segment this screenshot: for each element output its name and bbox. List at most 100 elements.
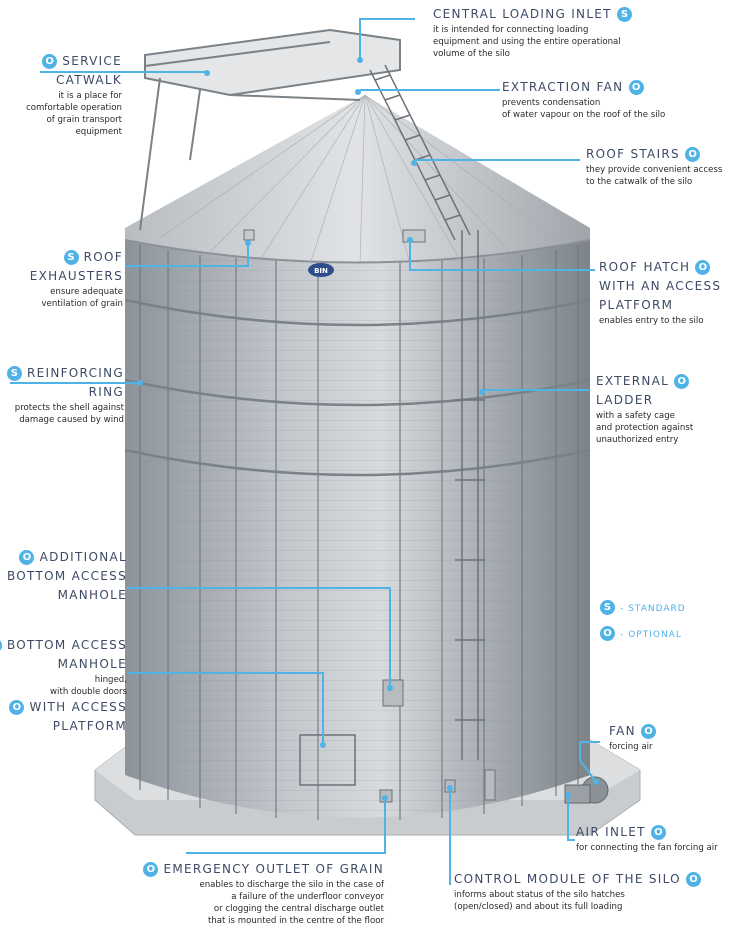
- fan-unit: [564, 776, 609, 804]
- silo-logo: BIN: [308, 263, 334, 277]
- label-desc-line: enables to discharge the silo in the cas…: [199, 880, 384, 890]
- label-fan: FAN O forcing air: [609, 722, 657, 753]
- label-desc-line: forcing air: [609, 742, 653, 752]
- standard-badge: S: [6, 366, 22, 381]
- label-desc-line: they provide convenient access: [586, 165, 723, 175]
- label-title: BOTTOM ACCESS: [6, 638, 127, 652]
- legend-standard-text: - STANDARD: [620, 604, 686, 614]
- label-title: RING: [88, 385, 124, 399]
- label-title: AIR INLET: [576, 825, 646, 839]
- label-desc-line: or clogging the central discharge outlet: [213, 904, 384, 914]
- label-desc-line: (open/closed) and about its full loading: [454, 902, 623, 912]
- label-title: ROOF: [83, 250, 123, 264]
- label-title: EXHAUSTERS: [29, 269, 123, 283]
- label-desc-line: to the catwalk of the silo: [586, 177, 693, 187]
- label-desc-line: it is a place for: [58, 91, 122, 101]
- label-title: CONTROL MODULE OF THE SILO: [454, 872, 681, 886]
- svg-text:BIN: BIN: [314, 267, 328, 275]
- label-desc-line: comfortable operation: [26, 103, 122, 113]
- legend-optional-text: - OPTIONAL: [620, 630, 682, 640]
- optional-badge: O: [9, 700, 25, 715]
- standard-badge: S: [600, 600, 615, 615]
- label-title: LADDER: [596, 393, 654, 407]
- optional-badge: O: [628, 80, 644, 95]
- label-desc-line: enables entry to the silo: [599, 316, 704, 326]
- optional-badge: O: [674, 374, 690, 389]
- silo-roof: [124, 94, 591, 266]
- legend: S - STANDARD O - OPTIONAL: [600, 596, 686, 641]
- optional-badge: O: [686, 872, 702, 887]
- external-ladder-structure: [455, 230, 485, 760]
- label-title: CATWALK: [55, 73, 122, 87]
- label-bottom-manhole: S BOTTOM ACCESS MANHOLE hinged, with dou…: [0, 636, 127, 736]
- roof-stairs-structure: [369, 64, 471, 241]
- label-desc-line: a failure of the underfloor conveyor: [231, 892, 384, 902]
- label-desc-line: with double doors: [50, 687, 127, 697]
- optional-badge: O: [19, 550, 35, 565]
- label-title: WITH ACCESS: [29, 700, 127, 714]
- roof-hatch-shape: [402, 229, 426, 243]
- label-emergency-outlet: O EMERGENCY OUTLET OF GRAIN enables to d…: [143, 860, 384, 927]
- label-title: ROOF STAIRS: [586, 147, 680, 161]
- label-title: EMERGENCY OUTLET OF GRAIN: [163, 862, 384, 876]
- label-title: CENTRAL LOADING INLET: [433, 7, 612, 21]
- label-title: PLATFORM: [599, 298, 674, 312]
- label-title: FAN: [609, 724, 636, 738]
- label-title: PLATFORM: [52, 719, 127, 733]
- standard-badge: S: [63, 250, 79, 265]
- label-desc-line: hinged,: [94, 675, 127, 685]
- label-desc-line: equipment and using the entire operation…: [433, 37, 621, 47]
- label-air-inlet: AIR INLET O for connecting the fan forci…: [576, 823, 718, 854]
- label-desc-line: that is mounted in the centre of the flo…: [207, 916, 384, 926]
- label-external-ladder: EXTERNAL O LADDER with a safety cage and…: [596, 372, 693, 446]
- label-desc-line: it is intended for connecting loading: [433, 25, 589, 35]
- standard-badge: S: [616, 7, 632, 22]
- label-desc-line: prevents condensation: [502, 98, 601, 108]
- label-extraction-fan: EXTRACTION FAN O prevents condensation o…: [502, 78, 665, 121]
- label-desc-line: and protection against: [596, 423, 694, 433]
- optional-badge: O: [641, 724, 657, 739]
- optional-badge: O: [600, 626, 615, 641]
- optional-badge: O: [143, 862, 159, 877]
- catwalk-structure: [139, 28, 401, 231]
- label-desc-line: protects the shell against: [14, 403, 124, 413]
- label-roof-exhausters: S ROOF EXHAUSTERS ensure adequate ventil…: [30, 248, 123, 310]
- label-title: ADDITIONAL: [39, 550, 127, 564]
- roof-exhauster-shape: [243, 229, 255, 241]
- label-additional-manhole: O ADDITIONAL BOTTOM ACCESS MANHOLE: [7, 548, 127, 605]
- leader-lines: [10, 18, 600, 885]
- label-roof-hatch: ROOF HATCH O WITH AN ACCESS PLATFORM ena…: [599, 258, 721, 327]
- silo-shell: [124, 240, 591, 820]
- label-desc-line: equipment: [75, 127, 122, 137]
- label-central-loading-inlet: CENTRAL LOADING INLET S it is intended f…: [433, 5, 632, 60]
- label-reinforcing-ring: S REINFORCING RING protects the shell ag…: [6, 364, 124, 426]
- label-desc-line: of water vapour on the roof of the silo: [502, 110, 666, 120]
- optional-badge: O: [695, 260, 711, 275]
- label-title: WITH AN ACCESS: [599, 279, 722, 293]
- optional-badge: O: [685, 147, 701, 162]
- label-service-catwalk: O SERVICE CATWALK it is a place for comf…: [26, 52, 122, 138]
- label-desc-line: ventilation of grain: [41, 299, 123, 309]
- label-title: BOTTOM ACCESS: [6, 569, 127, 583]
- label-desc-line: volume of the silo: [433, 49, 510, 59]
- label-title: EXTERNAL: [596, 374, 670, 388]
- label-title: MANHOLE: [57, 657, 127, 671]
- label-desc-line: of grain transport: [46, 115, 122, 125]
- label-desc-line: informs about status of the silo hatches: [454, 890, 625, 900]
- standard-badge: S: [0, 638, 2, 653]
- label-title: EXTRACTION FAN: [502, 80, 624, 94]
- optional-badge: O: [650, 825, 666, 840]
- label-desc-line: for connecting the fan forcing air: [576, 843, 718, 853]
- label-desc-line: ensure adequate: [50, 287, 123, 297]
- label-desc-line: with a safety cage: [596, 411, 675, 421]
- label-title: REINFORCING: [26, 366, 124, 380]
- label-desc-line: damage caused by wind: [19, 415, 124, 425]
- label-roof-stairs: ROOF STAIRS O they provide convenient ac…: [586, 145, 722, 188]
- label-title: SERVICE: [62, 54, 122, 68]
- label-title: ROOF HATCH: [599, 260, 691, 274]
- label-desc-line: unauthorized entry: [596, 435, 679, 445]
- optional-badge: O: [42, 54, 58, 69]
- label-control-module: CONTROL MODULE OF THE SILO O informs abo…: [454, 870, 702, 913]
